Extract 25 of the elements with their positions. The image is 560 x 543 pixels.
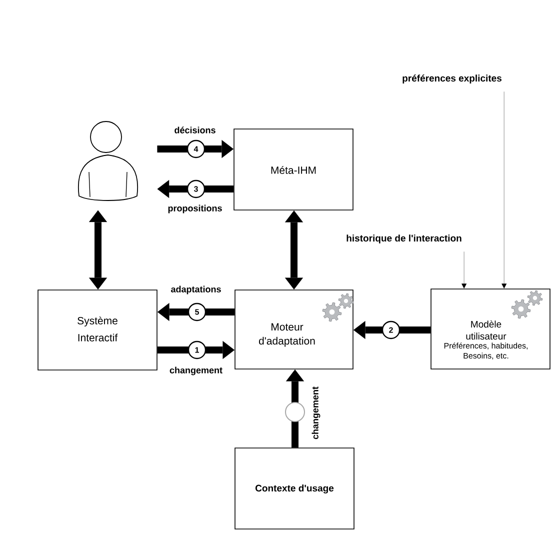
process-box: Contexte d'usage [234,448,354,530]
arrow [157,340,235,360]
process-box: Modèle utilisateur Préférences, habitudes, Besoins, etc. [430,288,550,370]
arrow [157,302,235,322]
process-box: Moteur d'adaptation [234,290,354,370]
arrow-caption: adaptations [171,286,221,294]
step-number: 4 [186,140,206,158]
arrow [286,369,304,448]
edge-label: changement [310,386,322,440]
annotation-label: préférences explicites [402,74,502,84]
arrow [157,180,234,198]
double-arrow [88,210,108,290]
process-box: Méta-IHM [234,128,354,210]
step-number: 3 [186,180,206,198]
annotation-label: historique de l'interaction [346,234,462,244]
arrow-caption: décisions [174,126,216,134]
arrow [353,320,431,340]
step-number: 2 [382,320,400,340]
arrow-caption: propositions [168,204,222,214]
step-number: 5 [188,302,206,322]
arrow-caption: changement [170,366,222,376]
person-icon [78,121,138,201]
step-number: 1 [188,340,206,360]
process-box: Système Interactif [38,290,158,370]
double-arrow [284,210,304,290]
